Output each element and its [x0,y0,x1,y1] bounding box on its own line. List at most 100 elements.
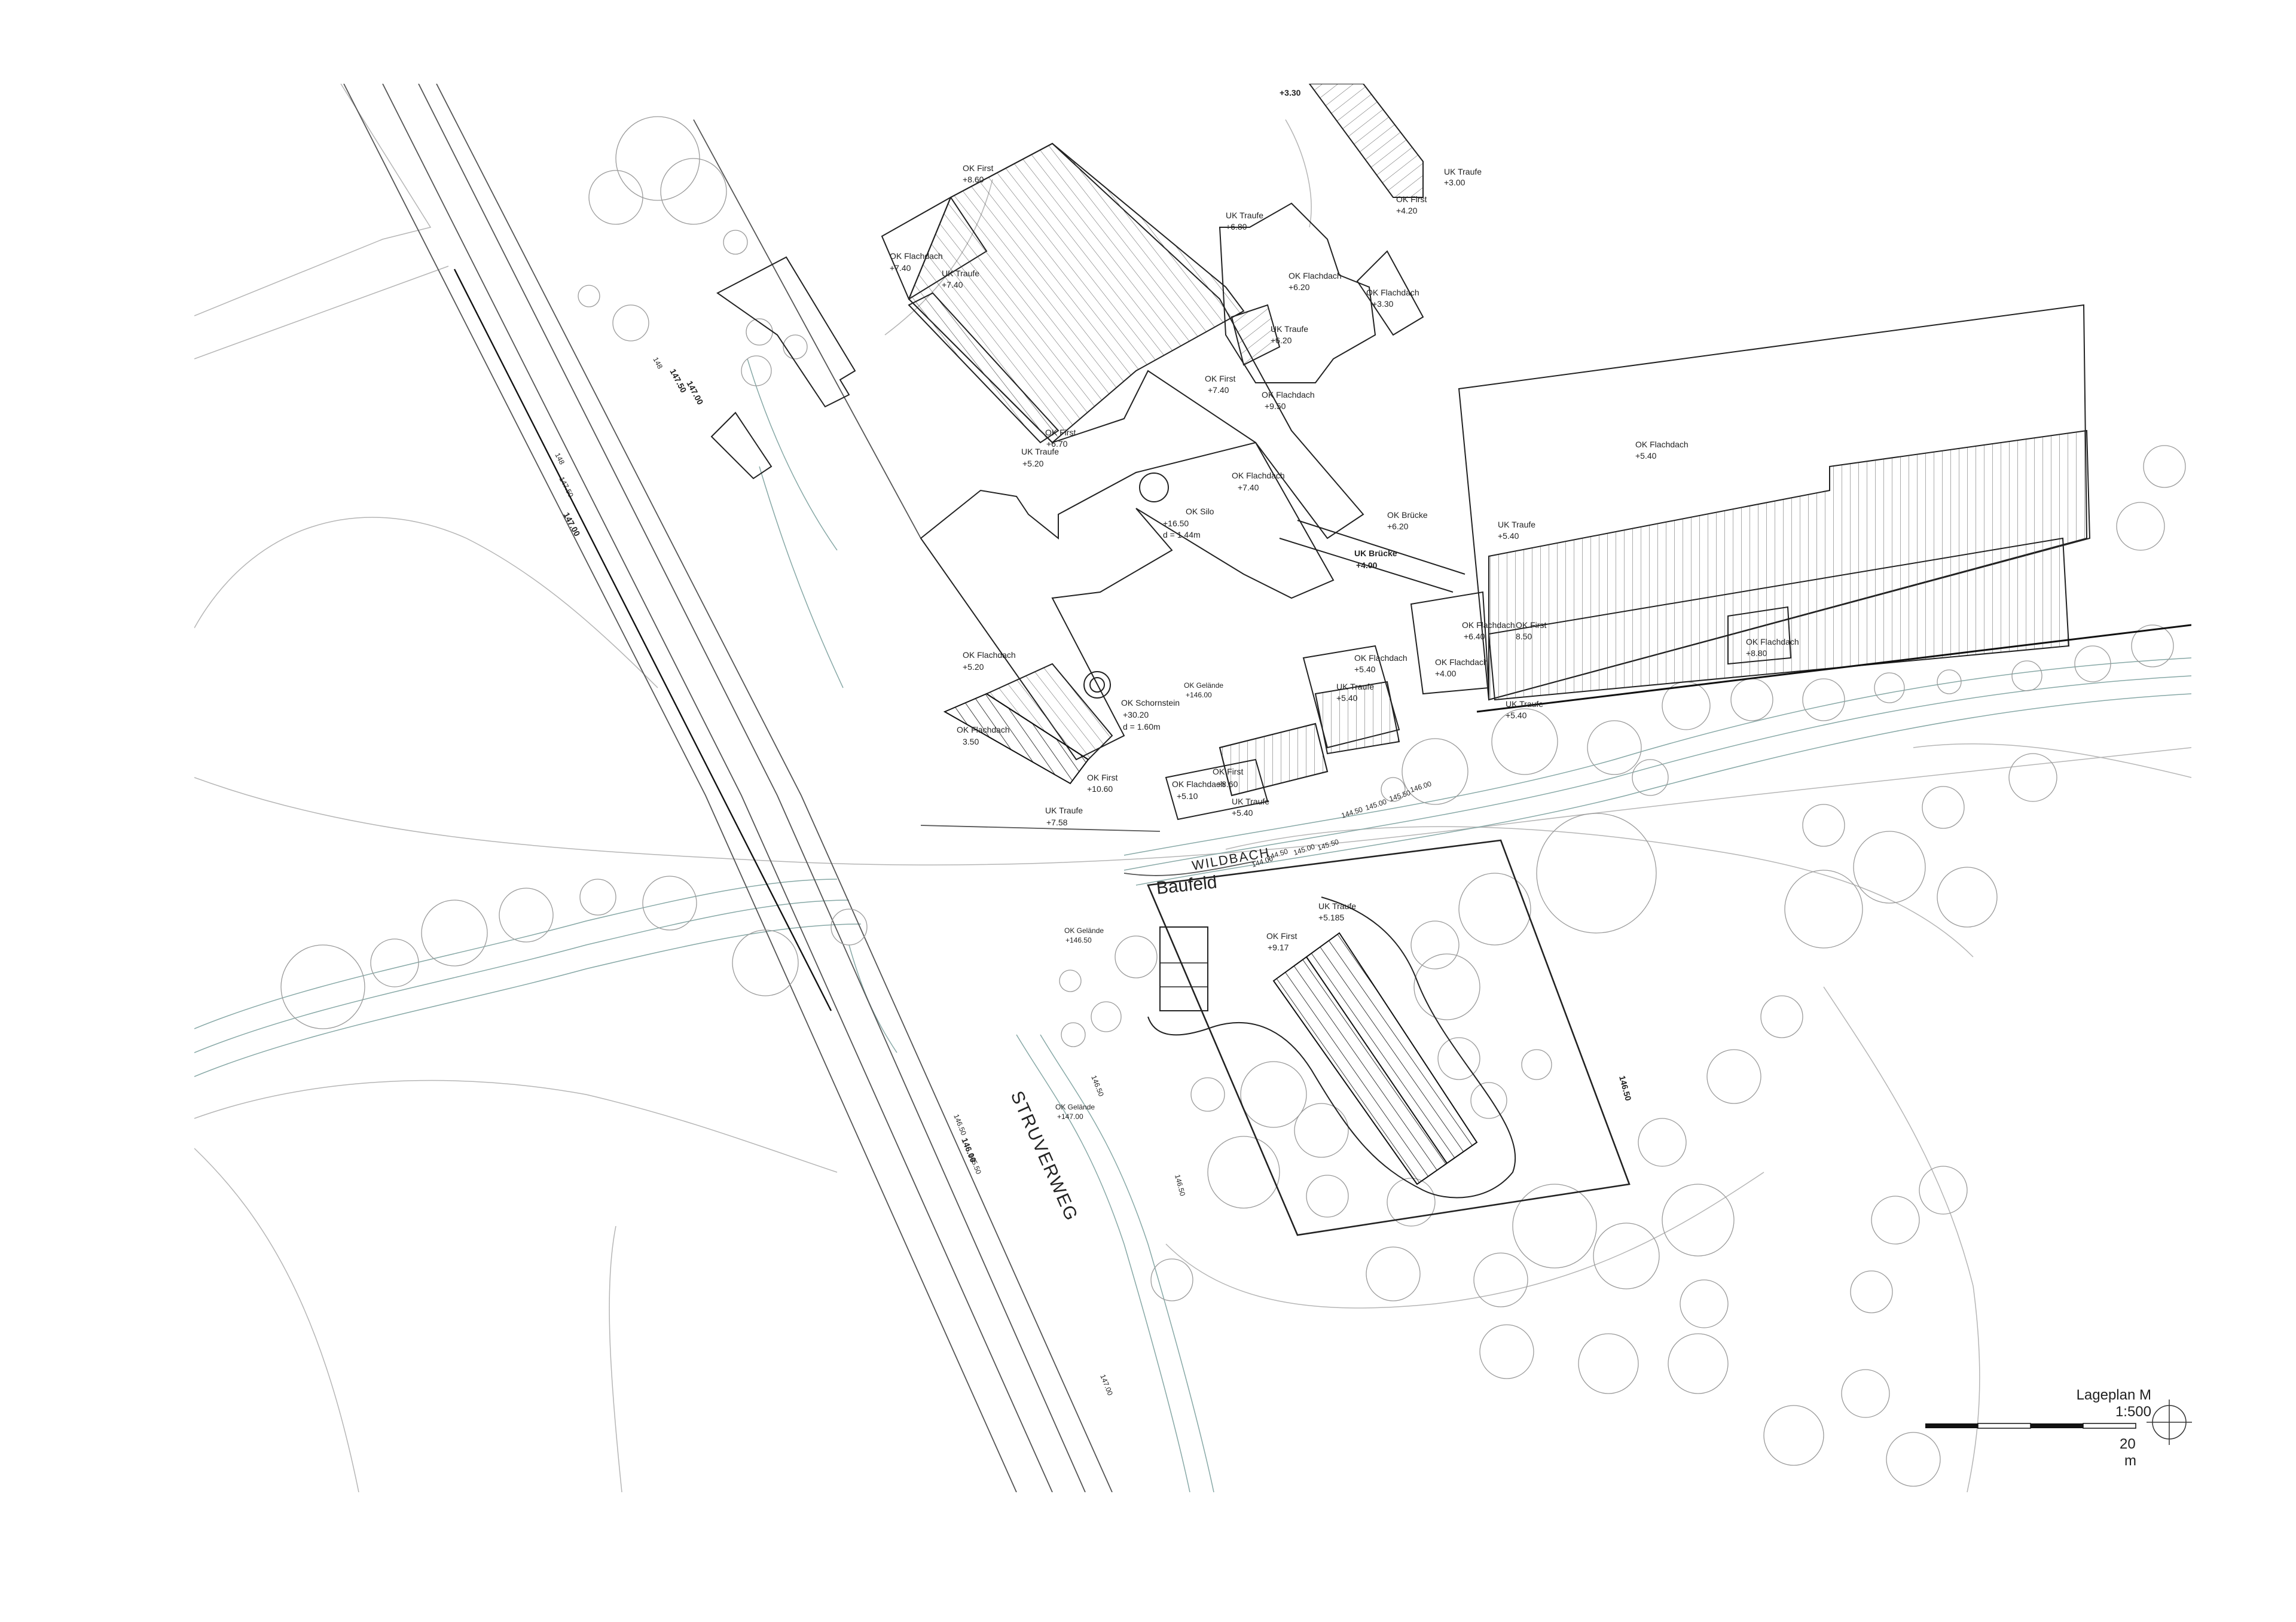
scale-distance: 20 [2120,1436,2136,1452]
label: OK Gelände [1064,926,1104,935]
label: OK First [1045,428,1076,437]
label: +5.40 [1498,531,1519,541]
label: +4.00 [1356,560,1378,570]
label: +5.10 [1177,791,1198,801]
label: OK Brücke [1387,510,1428,520]
label: UK Traufe [1506,699,1543,709]
scale-bar-segment [1977,1423,2031,1429]
label: OK Flachdach [1232,471,1285,480]
contour-label: 144.50 [1341,805,1364,820]
label: +7.58 [1046,818,1068,827]
label: OK Flachdach [963,650,1016,660]
contour-label: 146.50 [1173,1173,1187,1197]
label: d = 1.60m [1123,722,1161,731]
label: +8.60 [963,175,984,184]
label: +6.70 [1046,439,1068,449]
contour-label: 145.00 [1293,842,1317,857]
existing-buildings [710,84,2191,821]
north-arrow-icon [2147,1400,2192,1445]
label: OK Flachdach [957,725,1010,734]
label: OK First [1205,374,1235,383]
label: d = 1.44m [1163,530,1201,539]
label: OK Schornstein [1121,698,1180,708]
label: UK Traufe [942,269,979,278]
scale-unit: m [2124,1453,2136,1469]
label: 8.50 [1516,632,1532,641]
legend-title: Lageplan M [2077,1387,2151,1403]
label: +6.20 [1289,282,1310,292]
label: UK Traufe [1336,682,1374,691]
label: OK First [1087,773,1118,782]
creek-banks [194,358,2191,1492]
label: +8.60 [1217,779,1238,789]
label: UK Traufe [1045,806,1083,815]
label: OK Flachdach [1435,657,1488,667]
label: +4.00 [1435,669,1457,678]
scale-bar-segment [2083,1423,2136,1429]
label: OK First [963,163,993,173]
elevation-labels: +3.30 UK Traufe +3.00 OK First +4.20 OK … [890,88,1799,1121]
label: 3.50 [963,737,979,746]
contour-label: 146.50 [1089,1074,1106,1098]
label: UK Brücke [1354,548,1397,558]
label: UK Traufe [1232,797,1269,806]
label: OK Flachdach [1354,653,1407,663]
trees [280,116,2186,1487]
contour-label: 145.50 [1317,837,1341,852]
label: +6.80 [1226,222,1247,231]
scale-bar-segment [2031,1423,2083,1428]
label: +5.185 [1318,913,1344,922]
label: OK Flachdach [1746,637,1799,647]
label: +16.50 [1163,519,1189,528]
label: UK Traufe [1318,901,1356,911]
label: OK Gelände [1055,1103,1095,1111]
label: +5.40 [1336,693,1358,703]
label: +3.30 [1372,299,1394,309]
label: +3.30 [1280,88,1301,97]
contour-label: 147.00 [1098,1373,1115,1397]
label: +4.20 [1396,206,1418,215]
label: OK First [1213,767,1243,776]
label: +5.40 [1232,808,1253,818]
planned-building [1147,839,1631,1236]
label: +10.60 [1087,784,1113,794]
label: +7.40 [890,263,911,273]
building-site-label: Baufeld [1155,873,1218,898]
contour-label: 147.50 [557,475,575,499]
label: +147.00 [1057,1112,1083,1121]
label: +146.00 [1186,691,1212,699]
struverweg-road [343,84,1256,1492]
label: OK First [1266,931,1297,941]
label: +7.40 [1238,483,1259,492]
label: +6.40 [1464,632,1485,641]
contour-label: 145.50 [1388,788,1412,803]
label: +5.20 [963,662,984,672]
label: +5.40 [1635,451,1657,461]
legend-scale: 1:500 [2115,1404,2151,1420]
label: OK Silo [1186,507,1214,516]
label: UK Traufe [1226,211,1263,220]
label: OK Flachdach [1366,288,1419,297]
label: UK Traufe [1021,447,1059,456]
label: +30.20 [1123,710,1149,719]
contour-label: 148 [651,356,664,371]
contour-label: 146.50 [1617,1075,1634,1102]
label: +8.80 [1746,648,1767,658]
contour-label: 148 [553,452,566,467]
scale-bar-segment [1925,1423,1978,1428]
contour-label: 146.50 [952,1113,968,1137]
label: +6.20 [1271,336,1292,345]
contour-label: 147.50 [668,367,688,395]
label: +5.40 [1354,664,1376,674]
label: OK Gelände [1184,681,1223,690]
label: OK Flachdach [1262,390,1315,400]
label: +7.40 [942,280,963,289]
label: OK Flachdach [890,251,943,261]
label: OK Flachdach [1635,440,1689,449]
label: OK Flachdach [1289,271,1342,281]
label: +3.00 [1444,178,1465,187]
label: OK First [1396,194,1427,204]
label: +6.20 [1387,522,1409,531]
contour-label: 147.00 [685,379,705,407]
